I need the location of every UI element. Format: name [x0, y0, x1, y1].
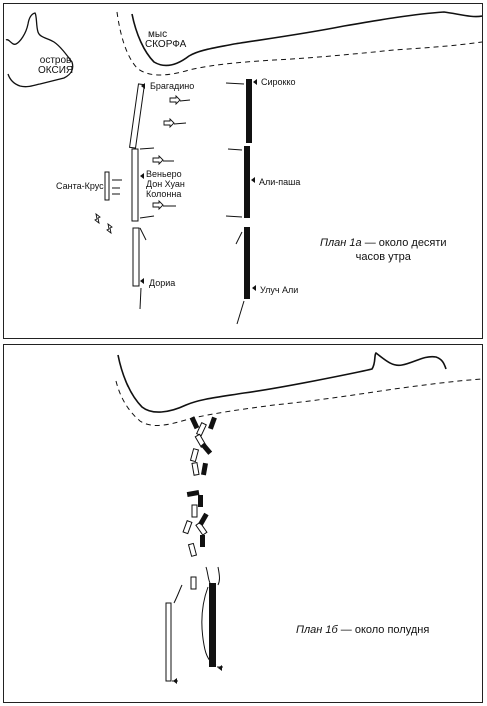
cape-label-line1: мыс	[148, 29, 168, 40]
wake-lines	[112, 82, 245, 325]
don-juan-label: Дон Хуан	[146, 179, 185, 189]
plan-1b-caption: План 1б — около полудня	[296, 623, 429, 637]
arrow-icon	[94, 212, 101, 225]
santa-cruz-reserve	[104, 171, 110, 201]
ship-marker-icon	[141, 83, 145, 89]
island-label-line2: ОКСИЯ	[38, 65, 74, 76]
ship-marker-icon	[252, 285, 256, 291]
cape-label: мыс СКОРФА	[145, 30, 186, 50]
plan-1b-caption-plan: План 1б	[296, 624, 338, 636]
ship-marker-icon	[140, 173, 144, 179]
ship-marker-icon	[253, 79, 257, 85]
plan-1a-caption-plan: План 1а	[320, 237, 362, 249]
bragadino-label: Брагадино	[150, 81, 195, 91]
ali-pasha-label: Али-паша	[259, 177, 301, 187]
galley-white	[191, 504, 198, 518]
oxia-island-coast	[5, 12, 74, 88]
ali-pasha-squadron	[244, 146, 250, 218]
plan-1a-caption-line2: часов утра	[355, 251, 411, 263]
uluch-ali-label: Улуч Али	[260, 285, 299, 295]
galley-white	[189, 448, 200, 463]
wake-lines	[172, 566, 223, 682]
galley-white	[195, 521, 208, 536]
ship-marker-icon	[173, 678, 177, 684]
colonna-label: Колонна	[146, 189, 182, 199]
ship-marker-icon	[218, 665, 222, 671]
plan-1a-map	[5, 11, 482, 325]
island-label: остров ОКСИЯ	[38, 56, 73, 76]
cape-label-line2: СКОРФА	[145, 39, 187, 50]
galley-white	[182, 520, 193, 535]
ship-marker-icon	[140, 278, 144, 284]
galley-white	[187, 542, 198, 557]
doria-label: Дориа	[149, 278, 176, 288]
arrow-icon	[152, 154, 164, 166]
arrow-icon	[152, 199, 164, 211]
plan-1a-caption: План 1а — около десяти часов утра	[320, 236, 447, 264]
plan-1b-panel: План 1б — около полудня	[3, 344, 483, 703]
arrow-icon	[106, 222, 113, 235]
centre-squadron	[131, 148, 139, 222]
sirocco-label: Сирокко	[261, 77, 296, 87]
veniero-label: Веньеро	[146, 169, 182, 179]
sirocco-squadron	[246, 79, 252, 143]
galley-black	[198, 495, 203, 507]
plan-1b-caption-rest: — около полудня	[337, 624, 430, 636]
galley-white	[190, 576, 197, 590]
santa-cruz-label: Санта-Крус	[56, 181, 104, 191]
arrow-icon	[163, 117, 175, 129]
scrofa-cape-coast	[131, 11, 482, 67]
plan-1a-caption-rest: — около десяти	[361, 237, 447, 249]
galley-black	[200, 462, 208, 476]
galleass-icons	[94, 94, 181, 235]
plan-1a-panel: остров ОКСИЯ мыс СКОРФА Брагадино Веньер…	[3, 3, 483, 339]
galley-black	[200, 535, 205, 547]
island-label-line1: остров	[39, 55, 72, 66]
galley-black	[198, 512, 209, 526]
doria-squadron	[165, 602, 172, 682]
scrofa-cape-coast	[117, 351, 447, 413]
bragadino-squadron	[129, 83, 145, 149]
shoal-dashed-line	[115, 378, 482, 426]
galley-black	[186, 489, 200, 497]
doria-squadron	[132, 227, 140, 287]
galley-black	[208, 416, 217, 430]
galley-black	[189, 416, 200, 430]
galley-white	[191, 461, 200, 476]
galley-white	[195, 422, 207, 437]
shoal-dashed-line	[116, 11, 482, 76]
uluch-ali-squadron	[209, 583, 216, 667]
galley-black	[200, 442, 213, 455]
uluch-ali-squadron	[244, 227, 250, 299]
arrow-icon	[169, 94, 181, 106]
plan-1b-map	[115, 351, 482, 684]
ship-marker-icon	[251, 177, 255, 183]
ottoman-galleys	[186, 416, 217, 547]
